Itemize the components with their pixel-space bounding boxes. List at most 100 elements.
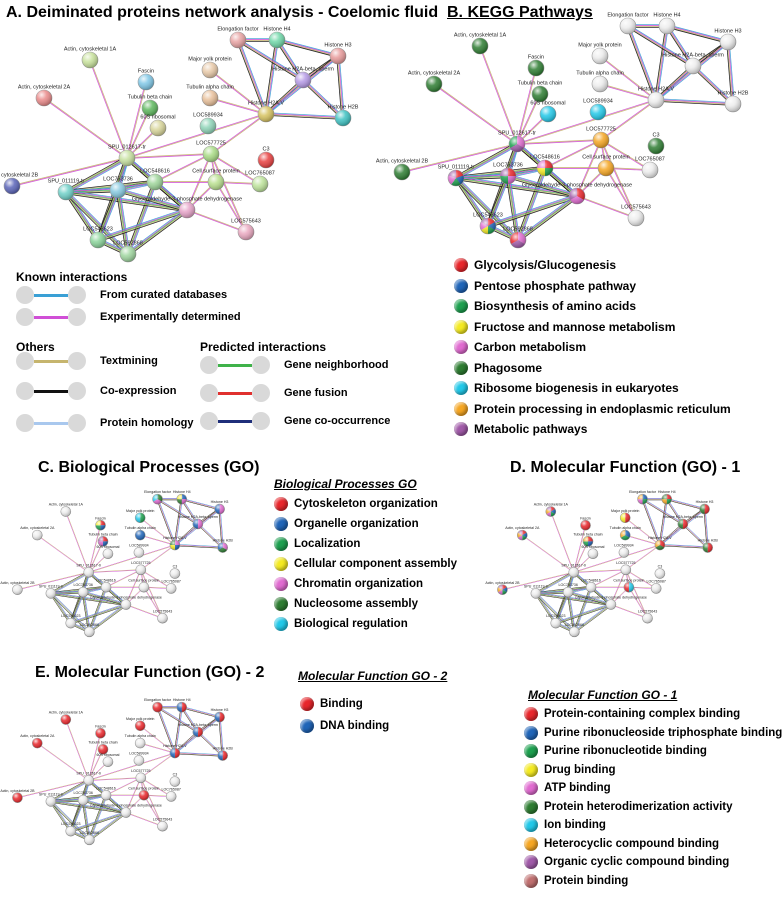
protein-node-loc763736[interactable]: LOC763736	[73, 791, 93, 806]
protein-node-cellsurf[interactable]: Cell surface protein	[613, 578, 644, 593]
protein-node-h2a[interactable]: Histone H2A-beta, sperm	[662, 53, 724, 75]
protein-node-loc548616[interactable]: LOC548616	[96, 786, 116, 801]
protein-node-major[interactable]: Major yolk protein	[126, 717, 154, 732]
protein-node-loc589934[interactable]: LOC589934	[583, 99, 613, 121]
protein-node-loc548623[interactable]: LOC548623	[83, 227, 113, 249]
protein-node-elong[interactable]: Elongation factor	[144, 698, 172, 713]
protein-node-h2a[interactable]: Histone H2A-beta, sperm	[272, 67, 334, 89]
protein-node-loc592868[interactable]: LOC592868	[565, 623, 584, 638]
protein-node-elong[interactable]: Elongation factor	[217, 27, 259, 49]
protein-node-cellsurf[interactable]: Cell surface protein	[192, 169, 240, 191]
protein-node-spu012617[interactable]: SPU_012617-tr	[76, 563, 102, 578]
protein-node-loc548616[interactable]: LOC548616	[530, 155, 560, 177]
protein-node-tubb[interactable]: Tubulin beta chain	[573, 532, 603, 547]
protein-node-spu011119[interactable]: SPU_011119-tr	[39, 792, 64, 807]
protein-node-act1a[interactable]: Actin, cytoskeletal 1A	[534, 503, 569, 517]
protein-node-tuba[interactable]: Tubulin alpha chain	[125, 734, 156, 749]
protein-node-h2b[interactable]: Histone H2B	[213, 539, 234, 553]
protein-node-h4[interactable]: Histone H4	[263, 27, 291, 49]
protein-node-gapdh[interactable]: Glyceraldehyde-3-phosphate dehydrogenase	[575, 596, 647, 610]
protein-node-spu012617[interactable]: SPU_012617-tr	[498, 131, 536, 153]
protein-node-h2b[interactable]: Histone H2B	[213, 747, 234, 761]
protein-node-h2av[interactable]: Histone H2A.V	[163, 744, 187, 759]
protein-node-major[interactable]: Major yolk protein	[611, 509, 639, 524]
protein-node-loc765087[interactable]: LOC765087	[162, 788, 181, 802]
protein-node-act2a[interactable]: Actin, cytoskeletal 2A	[18, 85, 71, 107]
protein-node-major[interactable]: Major yolk protein	[188, 57, 232, 79]
protein-node-h2b[interactable]: Histone H2B	[698, 539, 719, 553]
protein-node-loc575643[interactable]: LOC575643	[231, 219, 261, 241]
protein-node-spu011119[interactable]: SPU_011119-tr	[39, 584, 64, 599]
protein-node-fascin[interactable]: Fascin	[527, 55, 545, 77]
protein-node-act2a[interactable]: Actin, cytoskeletal 2A	[20, 526, 55, 541]
protein-node-spu012617[interactable]: SPU_012617-tr	[76, 771, 102, 786]
protein-node-loc763736[interactable]: LOC763736	[493, 163, 523, 185]
protein-node-h4[interactable]: Histone H4	[658, 490, 676, 505]
protein-node-loc577725[interactable]: LOC577725	[586, 127, 616, 149]
protein-node-tubb[interactable]: Tubulin beta chain	[518, 81, 563, 103]
protein-node-c3[interactable]: C3	[654, 565, 666, 579]
protein-node-loc592868[interactable]: LOC592868	[503, 227, 533, 249]
protein-node-h2a[interactable]: Histone H2A-beta, sperm	[663, 515, 703, 530]
protein-node-h2b[interactable]: Histone H2B	[328, 105, 359, 127]
protein-node-tuba[interactable]: Tubulin alpha chain	[610, 526, 641, 541]
protein-node-r60s[interactable]: 60S ribosomal	[140, 115, 176, 137]
protein-node-loc589934[interactable]: LOC589934	[129, 544, 149, 558]
protein-node-c3[interactable]: C3	[647, 133, 665, 155]
protein-node-h4[interactable]: Histone H4	[173, 490, 191, 505]
protein-node-loc548623[interactable]: LOC548623	[61, 822, 80, 837]
protein-node-loc577725[interactable]: LOC577725	[131, 561, 151, 576]
protein-node-loc765087[interactable]: LOC765087	[162, 580, 181, 594]
protein-node-loc548616[interactable]: LOC548616	[140, 169, 170, 191]
protein-node-loc575643[interactable]: LOC575643	[153, 817, 172, 832]
protein-node-loc765087[interactable]: LOC765087	[635, 157, 665, 179]
protein-node-act2b[interactable]: Actin, cytoskeletal 2B	[0, 173, 38, 195]
protein-node-loc577725[interactable]: LOC577725	[196, 141, 226, 163]
protein-node-act2a[interactable]: Actin, cytoskeletal 2A	[408, 71, 461, 93]
protein-node-loc763736[interactable]: LOC763736	[73, 583, 93, 598]
protein-node-r60s[interactable]: 60S ribosomal	[96, 753, 120, 768]
protein-node-gapdh[interactable]: Glyceraldehyde-3-phosphate dehydrogenase	[90, 804, 162, 818]
protein-node-cellsurf[interactable]: Cell surface protein	[128, 786, 159, 801]
protein-node-major[interactable]: Major yolk protein	[578, 43, 622, 65]
protein-node-act2a[interactable]: Actin, cytoskeletal 2A	[20, 734, 55, 749]
protein-node-cellsurf[interactable]: Cell surface protein	[128, 578, 159, 593]
protein-node-spu012617[interactable]: SPU_012617-tr	[561, 563, 587, 578]
protein-node-act1a[interactable]: Actin, cytoskeletal 1A	[454, 33, 507, 55]
protein-node-loc765087[interactable]: LOC765087	[245, 171, 275, 193]
protein-node-gapdh[interactable]: Glyceraldehyde-3-phosphate dehydrogenase	[132, 197, 242, 219]
protein-node-tuba[interactable]: Tubulin alpha chain	[186, 85, 234, 107]
protein-node-elong[interactable]: Elongation factor	[629, 490, 657, 505]
protein-node-h2a[interactable]: Histone H2A-beta, sperm	[178, 723, 218, 738]
protein-node-tubb[interactable]: Tubulin beta chain	[128, 95, 173, 117]
protein-node-c3[interactable]: C3	[257, 147, 275, 169]
protein-node-fascin[interactable]: Fascin	[137, 69, 155, 91]
protein-node-loc589934[interactable]: LOC589934	[193, 113, 223, 135]
protein-node-fascin[interactable]: Fascin	[95, 724, 106, 739]
protein-node-spu012617[interactable]: SPU_012617-tr	[108, 145, 146, 167]
protein-node-gapdh[interactable]: Glyceraldehyde-3-phosphate dehydrogenase	[522, 183, 632, 205]
protein-node-h2b[interactable]: Histone H2B	[718, 91, 749, 113]
protein-node-gapdh[interactable]: Glyceraldehyde-3-phosphate dehydrogenase	[90, 596, 162, 610]
protein-node-elong[interactable]: Elongation factor	[607, 13, 649, 35]
protein-node-h3[interactable]: Histone H3	[696, 500, 714, 515]
protein-node-r60s[interactable]: 60S ribosomal	[581, 545, 605, 560]
protein-node-loc589934[interactable]: LOC589934	[614, 544, 634, 558]
protein-node-cellsurf[interactable]: Cell surface protein	[582, 155, 630, 177]
protein-node-loc548623[interactable]: LOC548623	[546, 614, 565, 629]
protein-node-loc577725[interactable]: LOC577725	[616, 561, 636, 576]
protein-node-h2av[interactable]: Histone H2A.V	[648, 536, 672, 551]
protein-node-loc577725[interactable]: LOC577725	[131, 769, 151, 784]
protein-node-h3[interactable]: Histone H3	[324, 43, 352, 65]
protein-node-c3[interactable]: C3	[169, 773, 181, 787]
protein-node-elong[interactable]: Elongation factor	[144, 490, 172, 505]
protein-node-spu011119[interactable]: SPU_011119-tr	[438, 165, 475, 187]
protein-node-act2a[interactable]: Actin, cytoskeletal 2A	[505, 526, 540, 541]
protein-node-loc575643[interactable]: LOC575643	[153, 609, 172, 624]
protein-node-loc765087[interactable]: LOC765087	[647, 580, 666, 594]
protein-node-h3[interactable]: Histone H3	[211, 708, 229, 723]
protein-node-tuba[interactable]: Tubulin alpha chain	[125, 526, 156, 541]
protein-node-r60s[interactable]: 60S ribosomal	[96, 545, 120, 560]
protein-node-h2av[interactable]: Histone H2A.V	[638, 87, 674, 109]
protein-node-c3[interactable]: C3	[169, 565, 181, 579]
